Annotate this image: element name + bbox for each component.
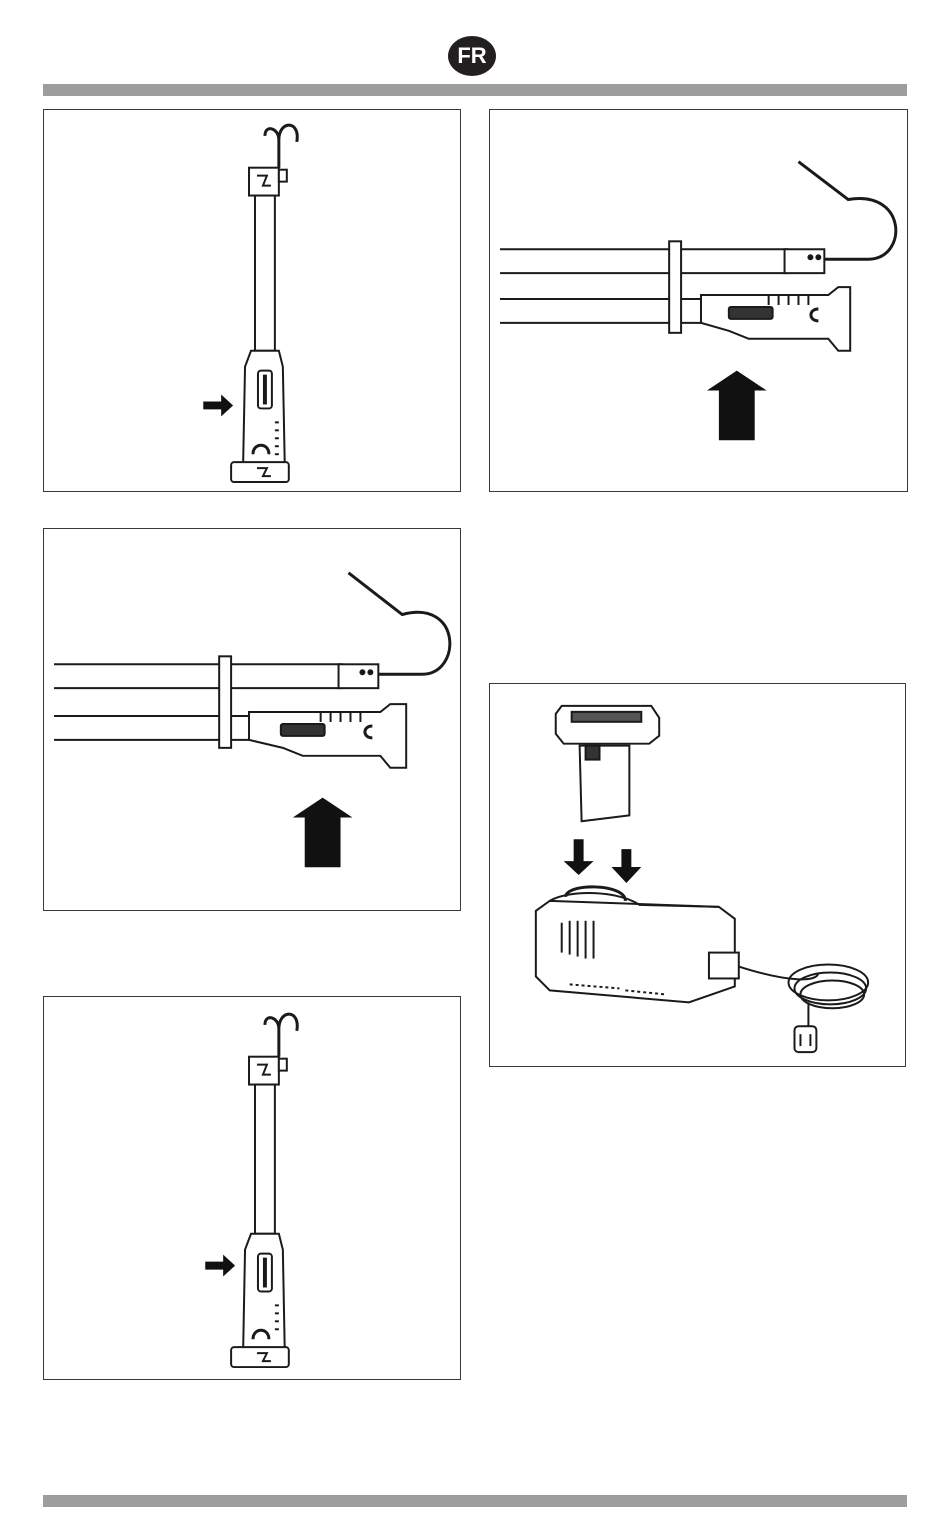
figure-vertical-lamp-2 [43,996,461,1380]
figure-rail-mount-2 [43,528,461,911]
figure-vertical-lamp-1 [43,109,461,492]
header-bar [43,84,907,96]
rail-mount-illustration [44,529,460,910]
figure-battery-charger [489,683,906,1067]
right-arrow-icon [203,395,233,417]
up-arrow-icon [293,798,353,868]
vertical-lamp-illustration [44,997,460,1379]
battery-charger-illustration [490,684,905,1066]
vertical-lamp-illustration [44,110,460,491]
down-arrow-icon [564,839,594,875]
right-arrow-icon [205,1255,235,1277]
figure-rail-mount-1 [489,109,908,492]
language-badge: FR [448,36,496,76]
down-arrow-icon [611,849,641,883]
footer-bar [43,1495,907,1507]
rail-mount-illustration [490,110,907,491]
up-arrow-icon [707,371,767,441]
